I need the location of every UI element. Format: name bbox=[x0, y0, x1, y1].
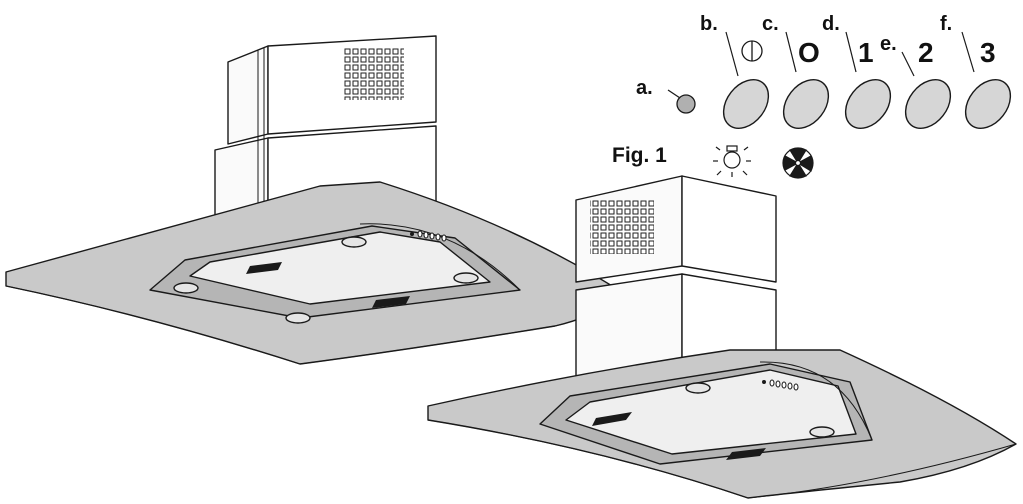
button-d-key[interactable] bbox=[836, 71, 899, 137]
button-b-letter: b. bbox=[700, 13, 718, 35]
button-e-symbol: 2 bbox=[918, 37, 934, 68]
hood-2-filter-slot bbox=[592, 412, 632, 426]
button-c-letter: c. bbox=[762, 13, 779, 35]
button-e[interactable]: e. 2 bbox=[880, 33, 960, 137]
button-c[interactable]: c. O bbox=[762, 13, 838, 137]
hood-2-lamp bbox=[809, 426, 835, 438]
button-e-key[interactable] bbox=[896, 71, 959, 137]
hood-2-filter-slot bbox=[726, 448, 766, 460]
hood-1-filter-slot bbox=[246, 262, 282, 274]
light-bulb-icon bbox=[713, 145, 751, 177]
button-d[interactable]: d. 1 bbox=[822, 13, 900, 137]
hood-2-control-dots bbox=[762, 379, 799, 391]
button-d-symbol: 1 bbox=[858, 37, 874, 68]
button-b-key[interactable] bbox=[714, 71, 777, 137]
figure-title: Fig. 1 bbox=[612, 144, 667, 167]
button-f-key[interactable] bbox=[956, 71, 1019, 137]
hood-1-lamp bbox=[285, 312, 311, 324]
control-panel: a. b. c. O d. 1 e. 2 bbox=[612, 13, 1020, 179]
button-c-key[interactable] bbox=[774, 71, 837, 137]
hood-1-control-dots bbox=[410, 230, 447, 242]
button-f-symbol: 3 bbox=[980, 37, 996, 68]
hood-1-lamp bbox=[453, 272, 479, 284]
hood-1 bbox=[5, 35, 629, 365]
button-c-symbol: O bbox=[798, 37, 820, 68]
hood-1-lamp bbox=[341, 236, 367, 248]
button-b[interactable]: b. bbox=[700, 13, 778, 137]
power-icon bbox=[741, 40, 763, 62]
hood-2 bbox=[427, 175, 1017, 499]
button-e-letter: e. bbox=[880, 33, 897, 55]
button-f-letter: f. bbox=[940, 13, 952, 35]
hood-1-lamp bbox=[173, 282, 199, 294]
fan-icon bbox=[782, 147, 814, 179]
button-d-letter: d. bbox=[822, 13, 840, 35]
indicator-label: a. bbox=[636, 77, 653, 99]
hood-1-vent-grille bbox=[344, 48, 404, 100]
indicator-light bbox=[676, 94, 696, 114]
button-f[interactable]: f. 3 bbox=[940, 13, 1020, 137]
hood-2-lamp bbox=[685, 382, 711, 394]
hood-2-vent-grille bbox=[590, 200, 654, 254]
hood-1-filter-slot bbox=[372, 296, 410, 308]
